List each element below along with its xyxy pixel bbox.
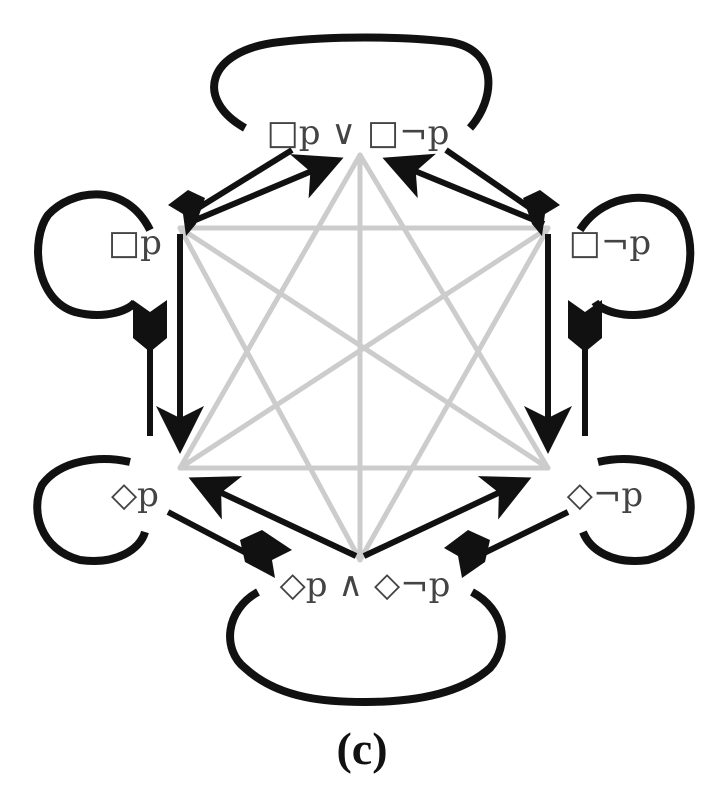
node-label-top: □p ∨ □¬p	[267, 113, 450, 153]
loop-ll	[33, 455, 149, 565]
fletch-icon	[240, 530, 292, 578]
arrow-bottom-lr	[362, 476, 532, 559]
edge-ur-ll	[177, 225, 551, 471]
fletched-arrows	[133, 147, 602, 578]
loop-bottom	[226, 588, 506, 707]
self-loops	[33, 33, 695, 707]
black-arrows	[156, 153, 572, 559]
fletch-icon	[523, 190, 560, 236]
node-label-ll: ◇p	[111, 475, 159, 515]
fletch-icon	[168, 190, 205, 236]
gray-edges	[177, 152, 551, 563]
node-label-lr: ◇¬p	[567, 475, 643, 515]
fletch-icon	[568, 300, 602, 352]
node-label-ur: □¬p	[569, 223, 651, 263]
fletch-icon	[133, 300, 167, 352]
edge-top-ll	[177, 152, 363, 471]
arrow-ul-top	[184, 154, 344, 227]
edge-top-lr	[357, 152, 551, 471]
arrow-bottom-ll	[188, 476, 358, 559]
fletch-line-ll-bottom	[166, 509, 252, 558]
edge-bottom-ul	[177, 225, 363, 563]
figure-caption: (c)	[336, 723, 387, 774]
loop-ur	[576, 193, 695, 319]
loop-ul	[34, 190, 154, 319]
arrow-ur-top	[382, 153, 546, 227]
fletch-line-top-ul	[193, 147, 294, 213]
node-label-bottom: ◇p ∧ ◇¬p	[280, 565, 451, 605]
edge-bottom-ur	[357, 225, 551, 563]
fletch-line-top-ur	[444, 147, 535, 213]
loop-top	[210, 33, 493, 132]
node-label-ul: □p	[108, 223, 162, 263]
fletch-icon	[444, 530, 490, 578]
loop-lr	[579, 455, 695, 565]
fletch-line-lr-bottom	[478, 509, 570, 558]
